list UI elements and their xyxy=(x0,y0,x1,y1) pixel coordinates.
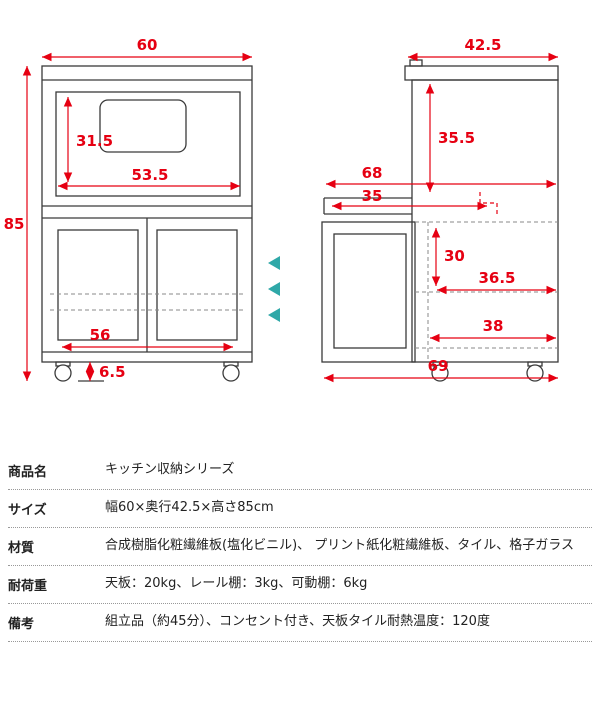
front-view-drawing xyxy=(41,65,253,382)
side-total-depth-dim: 69 xyxy=(428,357,449,375)
front-height-dim: 85 xyxy=(4,215,25,233)
opening-width-dim: 53.5 xyxy=(131,166,168,184)
spec-value: 組立品（約45分）、コンセント付き、天板タイル耐熱温度：120度 xyxy=(105,614,490,629)
spec-label: 商品名 xyxy=(8,465,48,480)
spec-label: 備考 xyxy=(8,617,35,632)
lower-width-dim: 56 xyxy=(90,326,111,344)
shelf-level-marker-icon xyxy=(268,256,280,270)
spec-row-material: 材質 合成樹脂化粧繊維板(塩化ビニル)、 プリント紙化粧繊維板、タイル、格子ガラ… xyxy=(8,528,592,566)
caster-height-dim: 6.5 xyxy=(99,363,126,381)
spec-value: 幅60×奥行42.5×高さ85cm xyxy=(105,500,274,515)
spec-row-product-name: 商品名 キッチン収納シリーズ xyxy=(8,452,592,490)
caster-icon xyxy=(54,364,72,382)
side-lower-height-dim: 30 xyxy=(444,247,465,265)
spec-label: 耐荷重 xyxy=(8,579,48,594)
spec-row-load-capacity: 耐荷重 天板：20kg、レール棚：3kg、可動棚：6kg xyxy=(8,566,592,604)
opening-height-dim: 31.5 xyxy=(76,132,113,150)
spec-value: 合成樹脂化粧繊維板(塩化ビニル)、 プリント紙化粧繊維板、タイル、格子ガラス xyxy=(105,538,575,553)
spec-table: 商品名 キッチン収納シリーズ サイズ 幅60×奥行42.5×高さ85cm 材質 … xyxy=(8,452,592,642)
slide-back-edge-hidden xyxy=(479,192,498,215)
caster-icon xyxy=(222,364,240,382)
shelf-level-marker-icon xyxy=(268,308,280,322)
side-depth-dim: 42.5 xyxy=(464,36,501,54)
spec-value: 天板：20kg、レール棚：3kg、可動棚：6kg xyxy=(105,576,368,591)
slide-depth-dim: 35 xyxy=(362,187,383,205)
shelf-level-marker-icon xyxy=(268,282,280,296)
spec-row-size: サイズ 幅60×奥行42.5×高さ85cm xyxy=(8,490,592,528)
dimension-diagram: 60 85 31.5 53.5 56 6.5 xyxy=(4,36,559,383)
spec-value: キッチン収納シリーズ xyxy=(105,462,235,477)
front-view-dimensions: 60 85 31.5 53.5 56 6.5 xyxy=(4,36,252,381)
right-door-glass xyxy=(156,229,238,341)
side-shelf-depth-dim: 38 xyxy=(483,317,504,335)
microwave-window xyxy=(99,99,187,153)
extended-depth-dim: 68 xyxy=(362,164,383,182)
left-door-glass xyxy=(57,229,139,341)
front-width-dim: 60 xyxy=(137,36,158,54)
side-view-drawing xyxy=(321,59,559,382)
side-upper-height-dim: 35.5 xyxy=(438,129,475,147)
side-view-dimensions: 42.5 35.5 68 35 30 36.5 38 69 xyxy=(324,36,558,383)
shelf-level-markers xyxy=(268,256,280,322)
spec-row-notes: 備考 組立品（約45分）、コンセント付き、天板タイル耐熱温度：120度 xyxy=(8,604,592,642)
spec-label: サイズ xyxy=(8,503,47,518)
side-lower-inner-depth-dim: 36.5 xyxy=(478,269,515,287)
spec-label: 材質 xyxy=(8,541,35,556)
